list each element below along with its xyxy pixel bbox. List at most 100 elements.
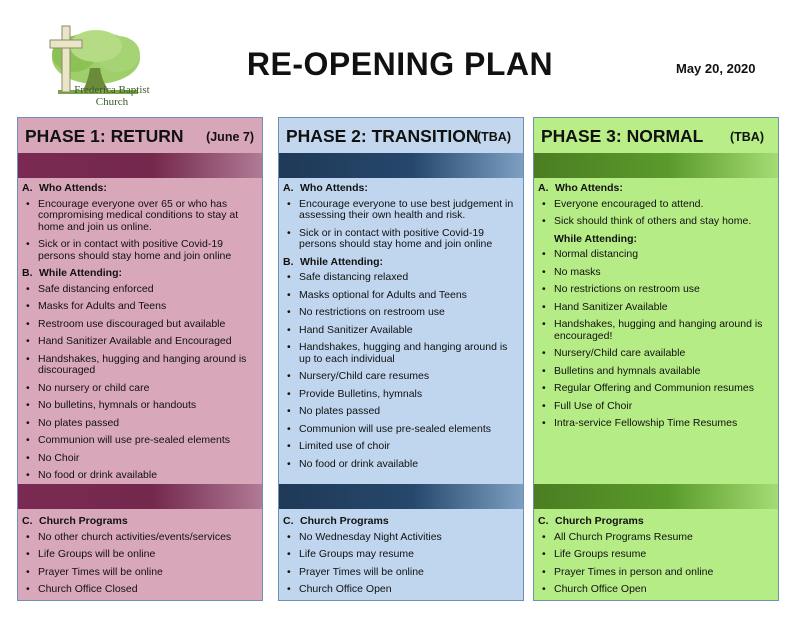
list-item: Life Groups may resume (283, 548, 519, 561)
phase-2-top-bar (279, 153, 523, 178)
phase-2-title: PHASE 2: TRANSITION (286, 126, 479, 146)
page-title: RE-OPENING PLAN (246, 46, 554, 82)
list-item: No food or drink available (22, 469, 258, 482)
list-item: Encourage everyone to use best judgement… (283, 198, 519, 222)
list-item: Everyone encouraged to attend. (538, 198, 774, 211)
section-title: While Attending: (39, 267, 123, 279)
list-item: Prayer Times in person and online (538, 566, 774, 579)
list-item: Sick should think of others and stay hom… (538, 215, 774, 228)
section-letter: B. (283, 255, 294, 268)
church-name: Frederica Baptist Church (62, 84, 162, 108)
list-item: Handshakes, hugging and hanging around i… (283, 341, 519, 365)
phase-2-attendance-section: A. Who Attends: Encourage everyone to use… (283, 182, 519, 476)
list-item: Life Groups resume (538, 548, 774, 561)
section-c-heading: C. Church Programs (538, 515, 774, 528)
section-letter: A. (538, 182, 549, 194)
church-programs-list: All Church Programs Resume Life Groups r… (538, 531, 774, 596)
phase-3-column: PHASE 3: NORMAL (TBA) A. Who Attends: Eve… (533, 117, 779, 601)
phase-1-title: PHASE 1: RETURN (25, 126, 184, 146)
phase-1-bottom-bar (18, 484, 262, 509)
list-item: No bulletins, hymnals or handouts (22, 399, 258, 412)
phase-1-top-bar (18, 153, 262, 178)
list-item: Church Office Open (283, 583, 519, 596)
list-item: Full Use of Choir (538, 400, 774, 413)
section-b-heading: B. While Attending: (283, 255, 519, 269)
list-item: No food or drink available (283, 458, 519, 471)
list-item: Sick or in contact with positive Covid-1… (22, 238, 258, 262)
phase-2-bottom-bar (279, 484, 523, 509)
list-item: Church Office Closed (22, 583, 258, 596)
section-letter: C. (538, 515, 549, 527)
section-a-heading: A. Who Attends: (283, 182, 519, 195)
list-item: Masks optional for Adults and Teens (283, 289, 519, 302)
phase-3-top-bar (534, 153, 778, 178)
phase-1-date: (June 7) (206, 130, 254, 144)
church-name-line-2: Church (95, 96, 129, 108)
phase-1-programs-section: C. Church Programs No other church activi… (22, 515, 258, 602)
section-title: Church Programs (300, 515, 389, 527)
list-item: No masks (538, 266, 774, 279)
section-letter: A. (283, 182, 294, 194)
while-attending-list: Normal distancing No masks No restrictio… (538, 248, 774, 430)
list-item: Normal distancing (538, 248, 774, 261)
list-item: Regular Offering and Communion resumes (538, 382, 774, 395)
phase-3-title: PHASE 3: NORMAL (541, 126, 704, 146)
list-item: Restroom use discouraged but available (22, 318, 258, 331)
phase-2-date: (TBA) (476, 130, 511, 144)
list-item: Provide Bulletins, hymnals (283, 388, 519, 401)
section-title: Church Programs (39, 515, 128, 527)
list-item: Church Office Open (538, 583, 774, 596)
section-letter: A. (22, 182, 33, 194)
list-item: Hand Sanitizer Available (283, 324, 519, 337)
phase-2-programs-section: C.Church Programs No Wednesday Night Act… (283, 515, 519, 602)
cross-tree-icon (49, 25, 140, 94)
who-attends-list: Encourage everyone over 65 or who has co… (22, 198, 258, 263)
section-title: Who Attends: (555, 182, 623, 194)
list-item: Safe distancing relaxed (283, 271, 519, 284)
list-item: No Wednesday Night Activities (283, 531, 519, 544)
church-name-line-1: Frederica Baptist (74, 84, 150, 96)
phase-2-header: PHASE 2: TRANSITION (TBA) (279, 118, 523, 154)
phase-2-column: PHASE 2: TRANSITION (TBA) A. Who Attends:… (278, 117, 524, 601)
phase-3-programs-section: C. Church Programs All Church Programs Re… (538, 515, 774, 602)
list-item: Nursery/Child care available (538, 347, 774, 360)
section-letter: B. (22, 267, 33, 279)
section-title: While Attending: (300, 255, 384, 268)
list-item: Hand Sanitizer Available and Encouraged (22, 335, 258, 348)
list-item: Prayer Times will be online (22, 566, 258, 579)
list-item: Handshakes, hugging and hanging around i… (22, 353, 258, 377)
list-item: Life Groups will be online (22, 548, 258, 561)
list-item: Communion will use pre-sealed elements (22, 434, 258, 447)
while-attending-heading: While Attending: (554, 232, 638, 245)
document-date: May 20, 2020 (676, 61, 756, 76)
list-item: No plates passed (22, 417, 258, 430)
list-item: Safe distancing enforced (22, 283, 258, 296)
section-c-heading: C.Church Programs (283, 515, 519, 528)
phase-3-header: PHASE 3: NORMAL (TBA) (534, 118, 778, 154)
phase-3-bottom-bar (534, 484, 778, 509)
section-c-heading: C. Church Programs (22, 515, 258, 528)
section-letter: C. (22, 515, 33, 527)
list-item: Nursery/Child care resumes (283, 370, 519, 383)
section-b-heading: B. While Attending: (22, 267, 258, 280)
list-item: Communion will use pre-sealed elements (283, 423, 519, 436)
section-title: Who Attends: (39, 182, 107, 194)
while-attending-list: Safe distancing enforced Masks for Adult… (22, 283, 258, 482)
list-item: Intra-service Fellowship Time Resumes (538, 417, 774, 430)
phase-3-attendance-section: A. Who Attends: Everyone encouraged to at… (538, 182, 774, 436)
list-item: All Church Programs Resume (538, 531, 774, 544)
section-title: Church Programs (555, 515, 644, 527)
list-item: Handshakes, hugging and hanging around i… (538, 318, 774, 342)
section-title: Who Attends: (300, 182, 368, 194)
phase-3-date: (TBA) (729, 130, 764, 144)
list-item: No other church activities/events/servic… (22, 531, 258, 544)
list-item: No Choir (22, 452, 258, 465)
list-item: Hand Sanitizer Available (538, 301, 774, 314)
church-logo (38, 24, 158, 110)
who-attends-list: Everyone encouraged to attend. Sick shou… (538, 198, 774, 228)
list-item: Masks for Adults and Teens (22, 300, 258, 313)
church-programs-list: No other church activities/events/servic… (22, 531, 258, 596)
section-a-heading: A. Who Attends: (538, 182, 774, 195)
section-a-heading: A. Who Attends: (22, 182, 258, 195)
list-item: Prayer Times will be online (283, 566, 519, 579)
